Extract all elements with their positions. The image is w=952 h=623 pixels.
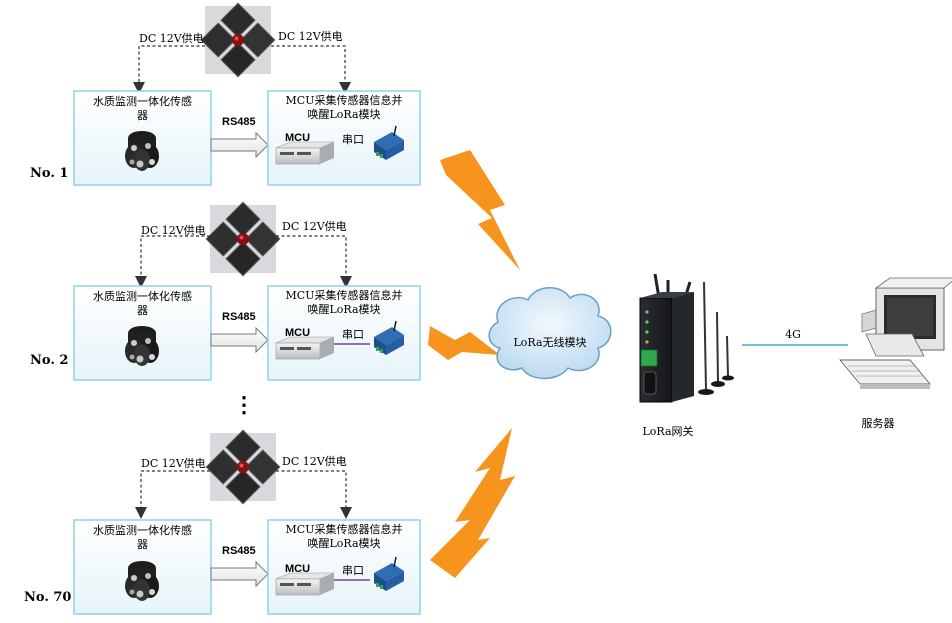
- mcu-box-label-line2: 唤醒LoRa模块: [307, 536, 380, 550]
- sensor-box-label-line2: 器: [137, 538, 148, 551]
- power-line-right: [271, 45, 351, 94]
- node-label: No. 70: [24, 590, 71, 605]
- power-label-left: DC 12V供电: [139, 31, 204, 45]
- gateway-label: LoRa网关: [642, 424, 693, 438]
- mcu-box-label-line1: MCU采集传感器信息并: [286, 288, 403, 302]
- water-sensor-icon: [125, 131, 159, 171]
- mcu-device-icon: [275, 141, 335, 165]
- lora-gateway-icon: [639, 273, 734, 403]
- sensor-box-label-line1: 水质监测一体化传感: [93, 289, 192, 303]
- solar-panel-icon: [205, 429, 281, 505]
- mcu-device-icon: [275, 572, 335, 596]
- rs485-arrow: [210, 131, 269, 159]
- lightning-icon: [440, 150, 520, 270]
- ellipsis-indicator: ⋮: [233, 392, 255, 418]
- rs485-label: RS485: [222, 545, 256, 557]
- server-label: 服务器: [862, 417, 895, 430]
- serial-label: 串口: [342, 564, 364, 577]
- power-label-right: DC 12V供电: [282, 454, 347, 468]
- power-label-left: DC 12V供电: [141, 223, 206, 237]
- mcu-device-icon: [275, 336, 335, 360]
- mcu-device-label: MCU: [285, 327, 310, 339]
- power-label-left: DC 12V供电: [141, 456, 206, 470]
- solar-panel-icon: [205, 201, 281, 277]
- rs485-label: RS485: [222, 311, 256, 323]
- node-group-2: DC 12V供电 DC 12V供电 水质监测一体化传感 器 RS485 MCU采…: [30, 201, 421, 381]
- node-group-1: DC 12V供电 DC 12V供电 水质监测一体化传感 器 RS485 MCU采…: [30, 2, 421, 186]
- rs485-arrow: [210, 326, 269, 354]
- power-line-right: [276, 235, 352, 288]
- mcu-device-label: MCU: [285, 563, 310, 575]
- mcu-box-label-line1: MCU采集传感器信息并: [286, 93, 403, 107]
- rs485-arrow: [210, 560, 269, 588]
- node-group-70: DC 12V供电 DC 12V供电 水质监测一体化传感 器 RS485 MCU采…: [24, 429, 421, 615]
- sensor-box-label-line1: 水质监测一体化传感: [93, 523, 192, 537]
- server-computer-icon: [839, 277, 952, 389]
- link-label: 4G: [785, 328, 801, 341]
- mcu-box-label-line2: 唤醒LoRa模块: [307, 107, 380, 121]
- power-line-left: [135, 235, 210, 288]
- sensor-box-label-line2: 器: [137, 109, 148, 122]
- sensor-box-label-line2: 器: [137, 304, 148, 317]
- lightning-icon: [430, 428, 515, 578]
- node-label: No. 2: [30, 353, 68, 368]
- solar-panel-icon: [200, 2, 276, 78]
- power-label-right: DC 12V供电: [282, 219, 347, 233]
- lightning-icon: [428, 326, 500, 360]
- water-sensor-icon: [125, 561, 159, 601]
- power-line-left: [133, 45, 205, 94]
- rs485-label: RS485: [222, 116, 256, 128]
- serial-label: 串口: [342, 133, 364, 146]
- mcu-box-label-line2: 唤醒LoRa模块: [307, 302, 380, 316]
- sensor-box-label-line1: 水质监测一体化传感: [93, 94, 192, 108]
- mcu-box-label-line1: MCU采集传感器信息并: [286, 522, 403, 536]
- power-line-right: [276, 470, 352, 519]
- cloud-icon: [488, 287, 612, 380]
- mcu-device-label: MCU: [285, 132, 310, 144]
- cloud-label: LoRa无线模块: [513, 335, 586, 349]
- node-label: No. 1: [30, 166, 68, 181]
- water-sensor-icon: [125, 326, 159, 366]
- power-line-left: [135, 470, 210, 519]
- power-label-right: DC 12V供电: [278, 29, 343, 43]
- serial-label: 串口: [342, 328, 364, 341]
